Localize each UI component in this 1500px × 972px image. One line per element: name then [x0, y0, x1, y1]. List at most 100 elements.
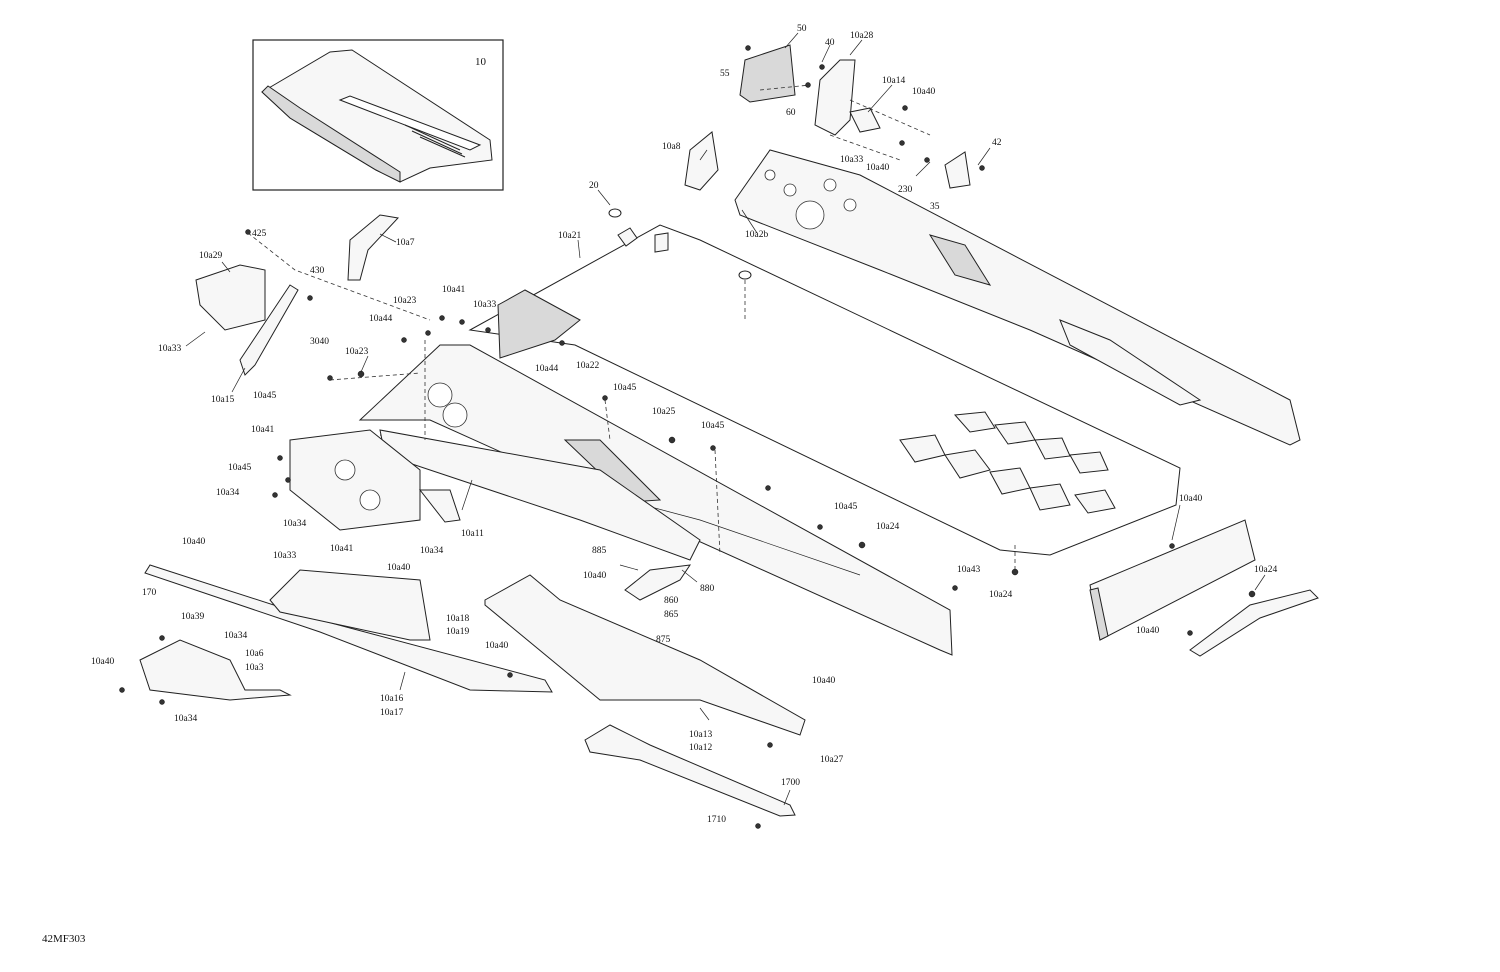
callout-10a44-a: 10a44 [369, 314, 392, 324]
bracket-10a6 [139, 639, 292, 701]
callout-10a24-a: 10a24 [876, 522, 899, 532]
callout-860: 860 [664, 596, 679, 606]
callout-50: 50 [797, 24, 807, 34]
bracket-10a14 [849, 107, 881, 133]
callout-10a41-b: 10a41 [251, 425, 274, 435]
callout-10a33-a: 10a33 [840, 155, 863, 165]
callout-10a2b: 10a2b [745, 230, 768, 240]
deck-fitting-a [617, 227, 638, 247]
callout-1700: 1700 [781, 778, 800, 788]
callout-42: 42 [992, 138, 1002, 148]
callout-10a33-d: 10a33 [273, 551, 296, 561]
tunnel-vents [899, 411, 1116, 514]
callout-10a21: 10a21 [558, 231, 581, 241]
grommet-20 [608, 208, 622, 218]
callout-10a40-i: 10a40 [1136, 626, 1159, 636]
callout-10a41-a: 10a41 [442, 285, 465, 295]
callout-10a24-b: 10a24 [989, 590, 1012, 600]
rear-bumper-rail [1189, 589, 1319, 657]
callout-10a45-e: 10a45 [834, 502, 857, 512]
callout-10a34-a: 10a34 [216, 488, 239, 498]
assembly-lines [247, 84, 1016, 570]
callout-10a29: 10a29 [199, 251, 222, 261]
callout-10a19: 10a19 [446, 627, 469, 637]
runner-10a16 [144, 564, 553, 693]
callout-10a15: 10a15 [211, 395, 234, 405]
callout-425: 425 [252, 229, 267, 239]
callout-10a40-j: 10a40 [812, 676, 835, 686]
right-side-rail [734, 149, 1319, 657]
callout-20: 20 [589, 181, 599, 191]
lower-rails [139, 564, 806, 817]
bracket-35 [944, 151, 971, 189]
right-rail-bracket [1059, 319, 1202, 406]
callout-40: 40 [825, 38, 835, 48]
callout-10a33-c: 10a33 [473, 300, 496, 310]
rear-crossmember-end [1089, 587, 1109, 641]
drawing-reference: 42MF303 [42, 933, 86, 945]
callout-55: 55 [720, 69, 730, 79]
callout-10a34-d: 10a34 [224, 631, 247, 641]
callout-10a41-c: 10a41 [330, 544, 353, 554]
callout-10a40-e: 10a40 [387, 563, 410, 573]
callout-10a28: 10a28 [850, 31, 873, 41]
inset-tunnel-top [338, 95, 482, 151]
callout-875: 875 [656, 635, 671, 645]
callout-10a40-g: 10a40 [485, 641, 508, 651]
callout-10a18: 10a18 [446, 614, 469, 624]
callout-10a25: 10a25 [652, 407, 675, 417]
callout-880: 880 [700, 584, 715, 594]
callout-10a43: 10a43 [957, 565, 980, 575]
shield-50 [739, 44, 796, 103]
tunnel-deck [358, 208, 1181, 656]
callout-10a40-b: 10a40 [866, 163, 889, 173]
callout-35: 35 [930, 202, 940, 212]
callout-10a44-b: 10a44 [535, 364, 558, 374]
callout-10a34-b: 10a34 [283, 519, 306, 529]
callout-10a45-a: 10a45 [253, 391, 276, 401]
bracket-10a29 [195, 264, 266, 331]
callout-865: 865 [664, 610, 679, 620]
deck-fitting-b [654, 232, 669, 253]
callout-10a24-c: 10a24 [1254, 565, 1277, 575]
callout-labels: 50 55 60 40 10a28 10a14 10a40 10a33 10a4… [91, 24, 1277, 825]
callout-3040: 3040 [310, 337, 329, 347]
footrest-1700 [584, 724, 796, 817]
fasteners [119, 45, 1256, 829]
top-right-brackets [684, 44, 971, 191]
callout-10a8: 10a8 [662, 142, 681, 152]
callout-10a14: 10a14 [882, 76, 905, 86]
callout-10a23-b: 10a23 [345, 347, 368, 357]
callout-10a3: 10a3 [245, 663, 264, 673]
callout-10a40-h: 10a40 [1179, 494, 1202, 504]
rail-10a13 [484, 574, 806, 736]
bracket-10a28 [814, 59, 856, 136]
inset-vents [404, 124, 466, 158]
callout-430: 430 [310, 266, 325, 276]
inset-frame [252, 39, 504, 191]
callout-10a45-c: 10a45 [701, 421, 724, 431]
right-rail-vent [928, 234, 992, 286]
plate-10a41 [289, 429, 421, 531]
callout-10a40-f: 10a40 [583, 571, 606, 581]
inset-tunnel-side [261, 85, 401, 183]
callout-10a40-d: 10a40 [91, 657, 114, 667]
heat-shield [497, 289, 581, 359]
left-front-brackets [195, 214, 461, 531]
callout-10a17: 10a17 [380, 708, 403, 718]
callout-10a40-a: 10a40 [912, 87, 935, 97]
bracket-10a7 [347, 214, 400, 281]
inset-label: 10 [475, 56, 487, 68]
callout-10a40-c: 10a40 [182, 537, 205, 547]
callout-10a45-d: 10a45 [228, 463, 251, 473]
callout-10a23-a: 10a23 [393, 296, 416, 306]
callout-10a33-b: 10a33 [158, 344, 181, 354]
bracket-10a11 [418, 489, 461, 523]
bracket-10a18 [269, 569, 431, 641]
callout-1710: 1710 [707, 815, 726, 825]
callout-230: 230 [898, 185, 913, 195]
callout-10a39: 10a39 [181, 612, 204, 622]
callout-10a22: 10a22 [576, 361, 599, 371]
deck-grommet [738, 270, 752, 280]
